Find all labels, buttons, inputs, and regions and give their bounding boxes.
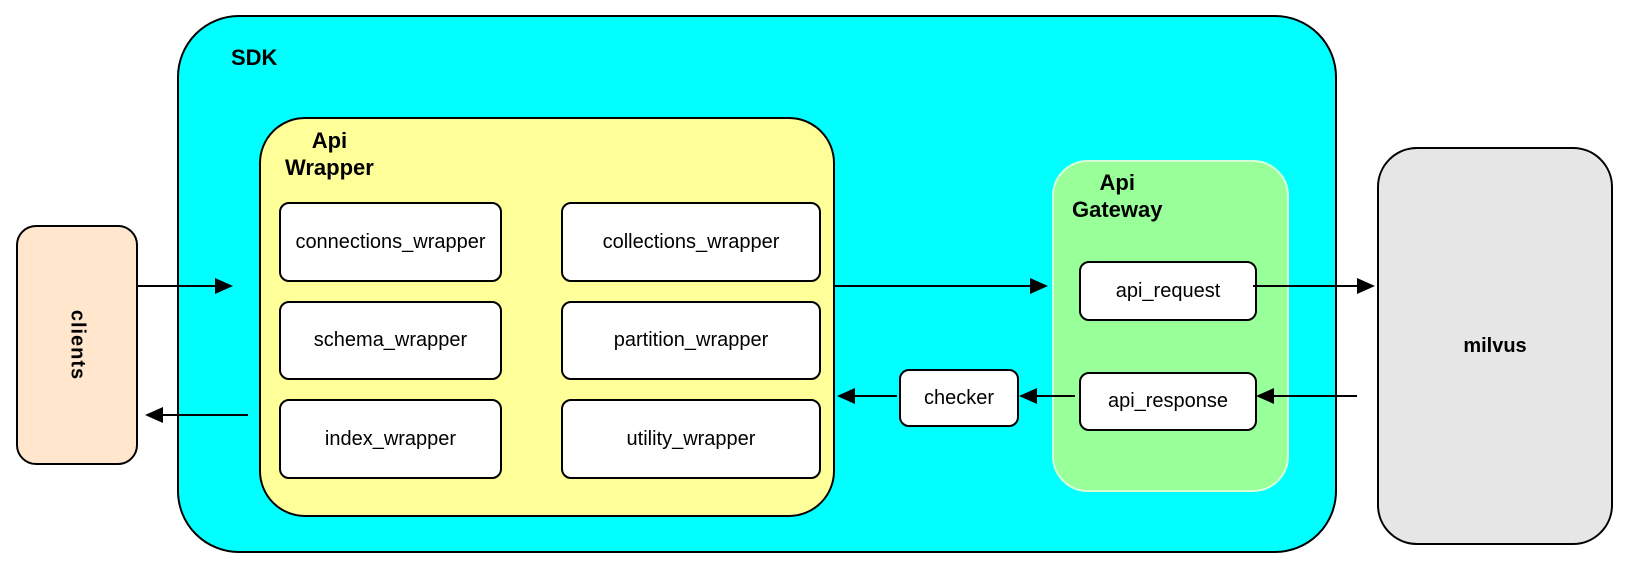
partition-wrapper-box: partition_wrapper: [561, 301, 821, 380]
api-wrapper-label-line1: Api: [311, 128, 348, 153]
api-gateway-label-line2: Gateway: [1072, 197, 1163, 222]
api-wrapper-label-line2: Wrapper: [285, 155, 374, 180]
api-gateway-box: Api Gateway api_request api_response: [1052, 160, 1289, 492]
clients-box: clients: [16, 225, 138, 465]
utility-wrapper-box: utility_wrapper: [561, 399, 821, 479]
api-wrapper-label: Api Wrapper: [285, 127, 374, 181]
checker-box: checker: [899, 369, 1019, 427]
schema-wrapper-box: schema_wrapper: [279, 301, 502, 380]
clients-label: clients: [66, 309, 89, 381]
collections-wrapper-box: collections_wrapper: [561, 202, 821, 282]
api-response-box: api_response: [1079, 372, 1257, 431]
connections-wrapper-box: connections_wrapper: [279, 202, 502, 282]
api-wrapper-box: Api Wrapper connections_wrapper collecti…: [259, 117, 835, 517]
api-gateway-label: Api Gateway: [1072, 169, 1163, 223]
sdk-box: SDK Api Wrapper connections_wrapper coll…: [177, 15, 1337, 553]
sdk-label: SDK: [231, 45, 278, 70]
api-gateway-label-line1: Api: [1099, 170, 1135, 195]
api-request-box: api_request: [1079, 261, 1257, 321]
index-wrapper-box: index_wrapper: [279, 399, 502, 479]
milvus-box: milvus: [1377, 147, 1613, 545]
